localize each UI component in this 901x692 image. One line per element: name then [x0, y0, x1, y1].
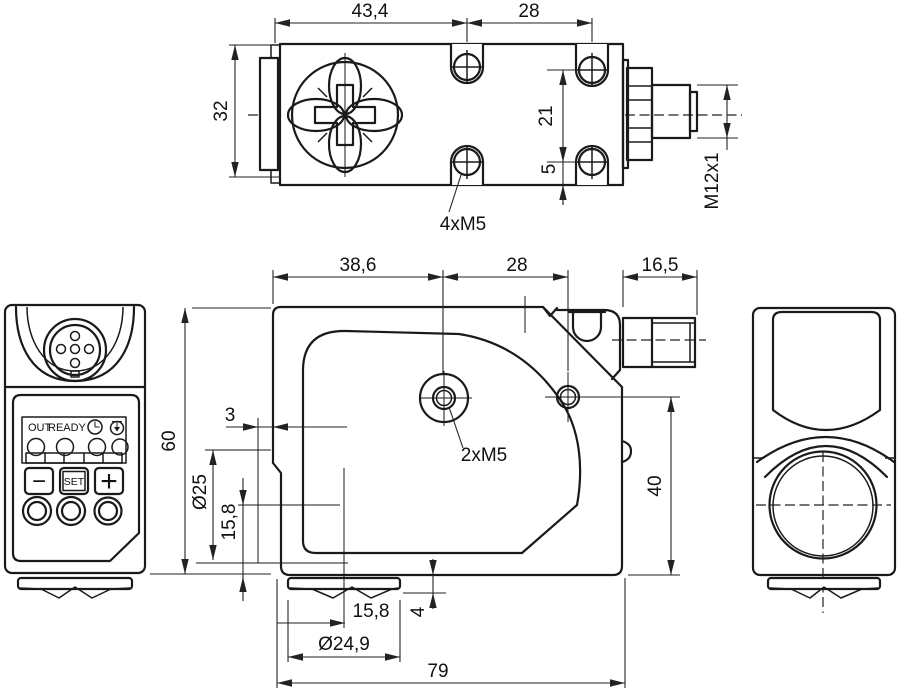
adjustment-knob — [286, 53, 404, 177]
edge-bump — [620, 439, 633, 464]
led-ready — [55, 437, 75, 457]
dim-width-b: 28 — [518, 1, 539, 22]
led-label-ready: READY — [48, 422, 87, 434]
bar-segments — [25, 452, 123, 464]
round-button — [21, 495, 53, 527]
dim-hole-pitch: 21 — [536, 105, 557, 126]
housing-side-outline — [751, 306, 897, 577]
dim-lens-axis-from-left: 15,8 — [353, 601, 390, 622]
front-view: 38,6 28 16,5 60 3 Ø25 15,8 2xM5 40 — [150, 255, 706, 688]
m12-connector-top — [621, 58, 699, 170]
dim-width-a: 43,4 — [352, 1, 389, 22]
dim-right-height: 40 — [645, 475, 666, 496]
mount-holes-label: 2xM5 — [461, 445, 507, 466]
housing-rear-outline — [3, 303, 147, 575]
mount-holes-label: 4xM5 — [440, 214, 486, 235]
m5-boss-hole — [418, 371, 472, 426]
lens-dome-inner — [763, 445, 889, 479]
pin — [83, 343, 95, 355]
lens-dome-outer — [755, 436, 896, 464]
minus-button-label: − — [32, 468, 46, 495]
pin — [69, 357, 81, 369]
plus-button: + — [93, 465, 125, 498]
m12-connector-front — [612, 316, 706, 369]
mounting-hole — [449, 44, 485, 85]
top-view-dimensions: 43,4 28 32 21 5 M12x1 4xM5 — [211, 1, 738, 235]
plate-step-top — [270, 44, 281, 59]
pin — [69, 343, 81, 355]
cross-slot — [313, 83, 377, 147]
rear-view: OUT READY − SE — [3, 303, 147, 599]
mounting-hole — [574, 44, 610, 88]
dim-lens-face-offset: 3 — [225, 405, 236, 426]
led-teach — [111, 438, 129, 456]
connector-thread-label: M12x1 — [702, 152, 723, 209]
front-panel-inlay — [301, 329, 582, 555]
control-panel — [11, 393, 141, 563]
front-view-dimensions: 38,6 28 16,5 60 3 Ø25 15,8 2xM5 40 — [150, 255, 698, 688]
connector-pocket — [555, 308, 622, 372]
pin — [55, 343, 67, 355]
edge-notch — [541, 305, 559, 318]
dim-lens-axis-from-bottom: 15,8 — [219, 504, 240, 541]
dim-height: 60 — [159, 430, 180, 451]
dim-width-b: 28 — [506, 255, 527, 276]
dim-connector-length: 16,5 — [642, 255, 679, 276]
top-view: 43,4 28 32 21 5 M12x1 4xM5 — [211, 1, 742, 235]
mounting-hole — [449, 144, 485, 185]
led-label-out: OUT — [28, 422, 52, 434]
dim-foot-height: 4 — [408, 606, 429, 617]
dim-hole-edge: 5 — [539, 164, 560, 175]
dim-height: 32 — [211, 100, 232, 121]
led-out — [26, 437, 46, 457]
lens-face-plate — [258, 56, 280, 172]
m12-connector-rear — [42, 317, 108, 383]
dim-total-width: 79 — [427, 661, 448, 682]
dim-lens-diameter: Ø25 — [190, 474, 211, 510]
minus-button: − — [23, 466, 55, 496]
teach-icon — [109, 420, 125, 436]
led-timer — [87, 437, 107, 457]
timer-icon — [87, 419, 103, 435]
round-button — [55, 495, 87, 527]
set-button-label: SET — [64, 476, 85, 488]
dim-width-a: 38,6 — [340, 255, 377, 276]
mounting-foot-side — [766, 576, 882, 599]
keyway — [70, 370, 80, 378]
round-button — [93, 496, 123, 526]
mounting-foot-rear — [16, 576, 134, 599]
set-button: SET — [58, 466, 90, 496]
mounting-hole — [574, 144, 610, 185]
pin — [69, 330, 81, 342]
side-window — [771, 310, 882, 432]
side-view — [751, 306, 897, 613]
plus-button-label: + — [100, 465, 118, 498]
dim-foot-diameter: Ø24,9 — [318, 634, 370, 655]
cable-hook — [571, 310, 603, 343]
